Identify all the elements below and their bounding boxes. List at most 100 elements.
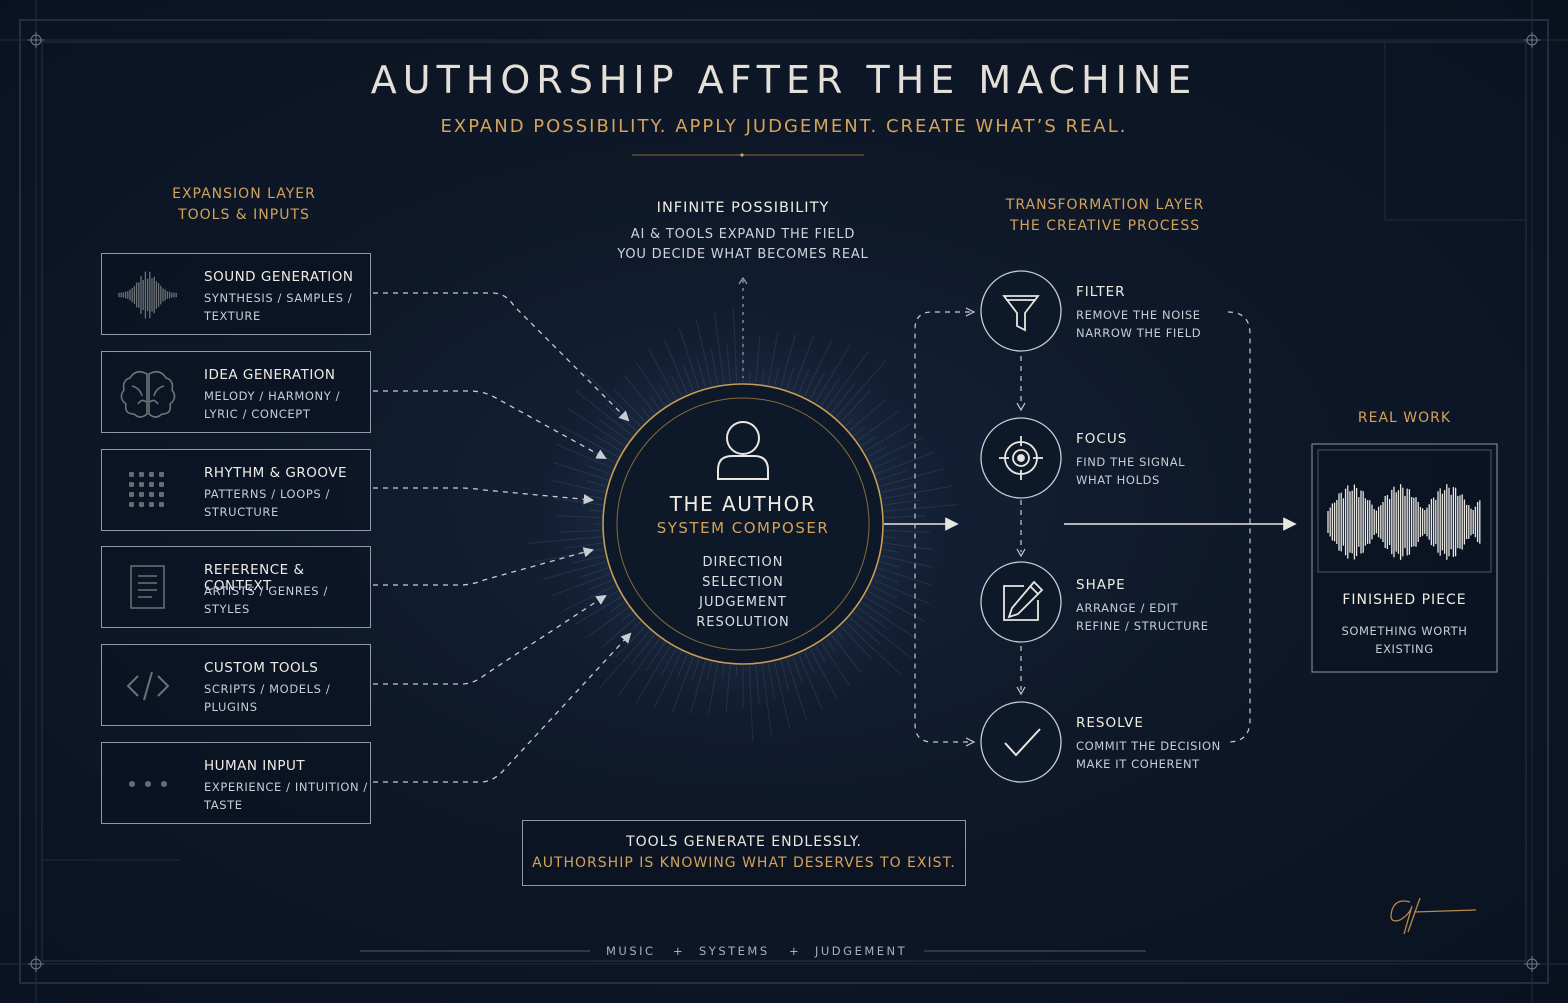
- card-custom-tools: CUSTOM TOOLS SCRIPTS / MODELS /PLUGINS: [101, 644, 371, 726]
- ray: [659, 385, 671, 403]
- page-subtitle: EXPAND POSSIBILITY. APPLY JUDGEMENT. CRE…: [440, 116, 1128, 137]
- edit-icon: [1003, 580, 1044, 621]
- ray: [853, 426, 865, 436]
- step-line1: COMMIT THE DECISION: [1076, 739, 1221, 753]
- card-line1: EXPERIENCE / INTUITION /: [204, 780, 368, 794]
- ray: [884, 504, 959, 512]
- ray: [809, 372, 825, 400]
- output-heading: REAL WORK: [1357, 410, 1452, 426]
- card-line2: PLUGINS: [204, 699, 258, 714]
- transformation-heading-sub: THE CREATIVE PROCESS: [1009, 218, 1201, 234]
- step-line2: MAKE IT COHERENT: [1076, 757, 1200, 771]
- card-sound-generation: SOUND GENERATION SYNTHESIS / SAMPLES /TE…: [101, 253, 371, 335]
- card-line2: LYRIC / CONCEPT: [204, 406, 311, 421]
- ray: [845, 621, 902, 676]
- ray: [706, 662, 712, 681]
- ray: [562, 585, 616, 612]
- ray: [870, 585, 897, 599]
- ray: [792, 656, 803, 683]
- output-frame-outer: [1311, 443, 1498, 673]
- ray: [670, 375, 682, 397]
- ray: [726, 343, 731, 383]
- ray: [755, 335, 761, 383]
- card-line2: TASTE: [204, 797, 243, 812]
- ray: [641, 408, 650, 418]
- ray: [867, 590, 926, 623]
- card-title: REFERENCE & CONTEXT: [204, 562, 305, 594]
- ray: [826, 351, 869, 410]
- ray: [849, 617, 881, 645]
- ray: [884, 536, 897, 539]
- ray: [840, 390, 871, 422]
- ray: [598, 418, 629, 441]
- output-title: FINISHED PIECE: [1342, 592, 1467, 608]
- expansion-heading-title: EXPANSION LAYER: [172, 186, 316, 202]
- card-title: HUMAN INPUT: [204, 758, 306, 774]
- ray: [663, 338, 688, 394]
- connector-rhythm: [373, 487, 595, 505]
- ray: [574, 389, 633, 436]
- ray: [836, 630, 845, 640]
- ray: [875, 573, 899, 583]
- footer-word-systems: SYSTEMS: [699, 944, 770, 958]
- ray: [780, 660, 790, 691]
- ray: [617, 638, 660, 697]
- ray: [857, 607, 888, 630]
- expansion-heading: EXPANSION LAYER TOOLS & INPUTS: [144, 184, 344, 226]
- footer-word-judgement: JUDGEMENT: [815, 944, 908, 958]
- step-title: RESOLVE: [1076, 715, 1144, 731]
- possibility-lines: AI & TOOLS EXPAND THE FIELD YOU DECIDE W…: [563, 225, 923, 265]
- ray: [774, 367, 780, 386]
- ray: [804, 339, 833, 397]
- ray: [527, 536, 602, 544]
- ray: [845, 419, 853, 427]
- ray: [877, 567, 933, 586]
- quote-line2: AUTHORSHIP IS KNOWING WHAT DESERVES TO E…: [532, 855, 956, 871]
- check-icon: [1004, 728, 1041, 757]
- card-title: CUSTOM TOOLS: [204, 660, 319, 676]
- ray: [690, 660, 706, 715]
- possibility-line1: AI & TOOLS EXPAND THE FIELD: [630, 227, 856, 242]
- card-line2: STRUCTURE: [204, 504, 279, 519]
- ray: [861, 435, 876, 447]
- ray: [883, 542, 933, 551]
- step-title: SHAPE: [1076, 577, 1126, 593]
- card-line1: ARTISTS / GENRES /: [204, 584, 328, 598]
- card-subtitle: SYNTHESIS / SAMPLES /TEXTURE: [204, 290, 370, 325]
- process-loop-left: [914, 311, 970, 743]
- ray: [732, 306, 738, 383]
- step-circle-filter: [980, 270, 1062, 352]
- connector-sound: [373, 292, 630, 422]
- ray: [792, 335, 815, 392]
- ray: [857, 410, 899, 441]
- card-title: RHYTHM & GROOVE: [204, 465, 348, 481]
- output-desc: SOMETHING WORTH EXISTING: [1312, 622, 1497, 658]
- ray: [774, 662, 791, 729]
- ray: [589, 509, 602, 512]
- card-idea-generation: IDEA GENERATION MELODY / HARMONY /LYRIC …: [101, 351, 371, 433]
- ray: [695, 319, 712, 386]
- card-reference-context: REFERENCE & CONTEXT ARTISTS / GENRES /ST…: [101, 546, 371, 628]
- ray: [873, 457, 897, 469]
- output-frame-inner: [1317, 449, 1492, 573]
- corner-marks: [28, 32, 1540, 972]
- ray: [708, 663, 719, 714]
- ray: [676, 654, 688, 679]
- ray: [560, 529, 602, 533]
- step-circle-shape: [980, 561, 1062, 643]
- ray: [804, 651, 816, 673]
- ray: [635, 645, 671, 704]
- ray: [621, 612, 633, 622]
- card-subtitle: EXPERIENCE / INTUITION / TASTE: [204, 779, 370, 814]
- ray: [599, 630, 650, 688]
- ray: [565, 542, 603, 549]
- ray: [648, 349, 677, 400]
- step-line2: REFINE / STRUCTURE: [1076, 619, 1209, 633]
- ray: [861, 601, 920, 641]
- ray: [542, 561, 607, 580]
- ray: [884, 515, 926, 519]
- possibility-block: INFINITE POSSIBILITY AI & TOOLS EXPAND T…: [563, 200, 923, 265]
- card-line2: TEXTURE: [204, 308, 261, 323]
